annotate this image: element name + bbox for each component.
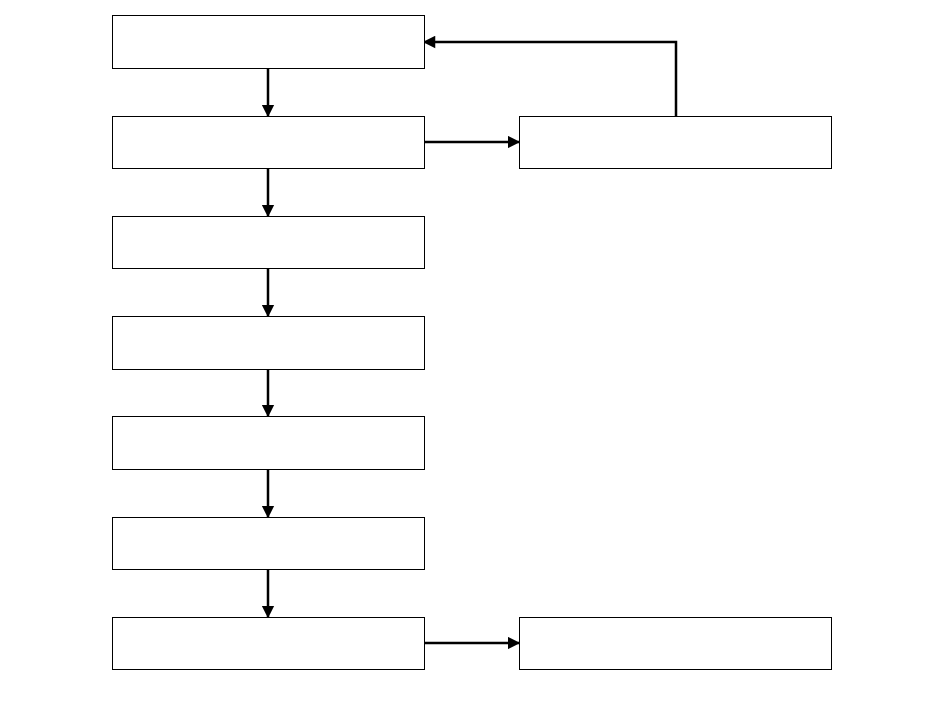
edge-n8-n1 <box>422 35 678 116</box>
node-4 <box>112 316 425 370</box>
nodes <box>112 15 832 670</box>
node-7 <box>112 617 425 670</box>
node-3 <box>112 216 425 269</box>
edges <box>261 35 678 650</box>
node-9 <box>519 617 832 670</box>
node-2 <box>112 116 425 169</box>
node-8 <box>519 116 832 169</box>
node-5 <box>112 416 425 470</box>
node-1 <box>112 15 425 69</box>
node-6 <box>112 517 425 570</box>
